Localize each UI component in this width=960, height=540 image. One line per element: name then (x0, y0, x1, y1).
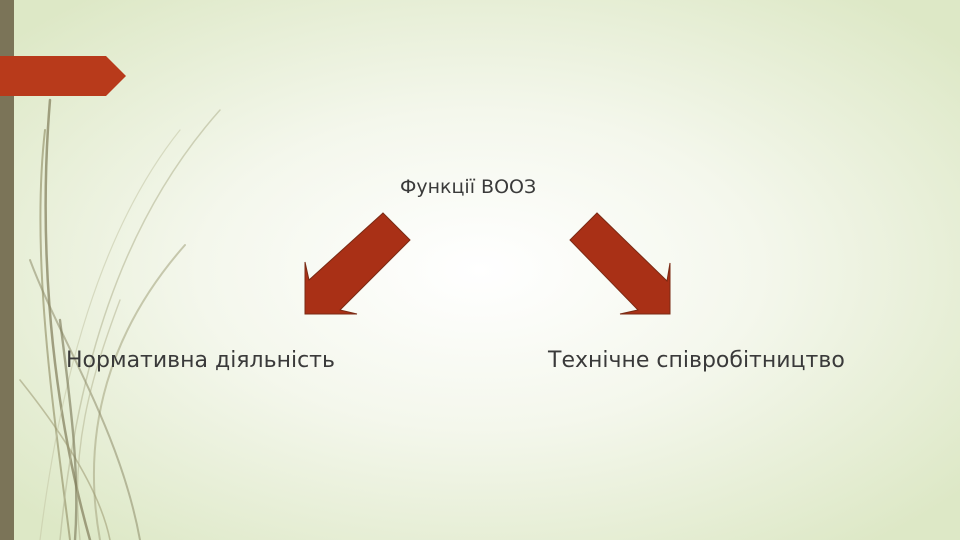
right-branch-label: Технічне співробітництво (548, 348, 845, 373)
left-branch-label: Нормативна діяльність (66, 348, 335, 373)
slide-title: Функції ВООЗ (400, 176, 536, 198)
